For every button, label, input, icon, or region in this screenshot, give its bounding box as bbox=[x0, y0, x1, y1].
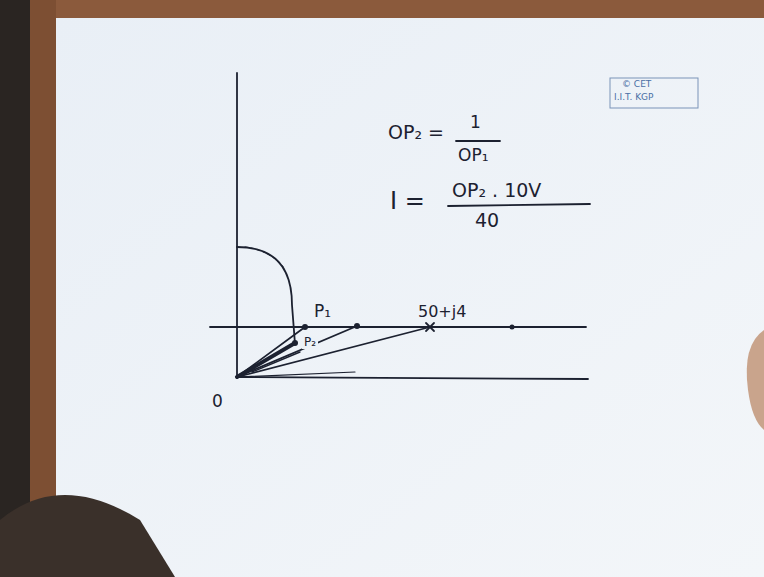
real-axis bbox=[237, 377, 588, 379]
inverse-circle bbox=[237, 247, 295, 344]
fraction-bar bbox=[448, 204, 590, 206]
watermark: I.I.T. KGP bbox=[614, 93, 654, 103]
ray bbox=[237, 327, 430, 377]
equation-text: I = bbox=[390, 188, 425, 214]
equation-text: OP₂ = bbox=[388, 122, 444, 143]
denominator: 40 bbox=[475, 210, 499, 231]
point-label: P₂ bbox=[302, 336, 318, 349]
denominator: OP₁ bbox=[458, 146, 488, 165]
op2-line bbox=[237, 343, 295, 377]
point-label: 50+j4 bbox=[418, 303, 466, 321]
watermark: © CET bbox=[622, 80, 651, 90]
ray bbox=[252, 352, 300, 372]
hand bbox=[747, 330, 764, 430]
point-label: P₁ bbox=[314, 302, 331, 321]
locus-line bbox=[210, 326, 586, 328]
frame-top bbox=[30, 0, 764, 20]
numerator: 1 bbox=[470, 113, 481, 132]
imaginary-axis bbox=[236, 73, 238, 378]
circle-hatching bbox=[245, 247, 284, 268]
board-surface bbox=[56, 18, 764, 577]
point-p1 bbox=[302, 324, 308, 330]
cross-mark bbox=[426, 323, 434, 331]
point bbox=[354, 323, 360, 329]
ray bbox=[237, 372, 355, 377]
point-p2 bbox=[292, 340, 298, 346]
fraction-bar bbox=[456, 140, 500, 142]
watermark-box bbox=[610, 78, 698, 108]
origin-label: 0 bbox=[212, 392, 223, 411]
numerator: OP₂ . 10V bbox=[452, 180, 541, 201]
person-shoulder bbox=[0, 495, 175, 577]
point bbox=[510, 325, 515, 330]
cross-mark bbox=[426, 323, 434, 331]
frame-left bbox=[30, 0, 56, 577]
